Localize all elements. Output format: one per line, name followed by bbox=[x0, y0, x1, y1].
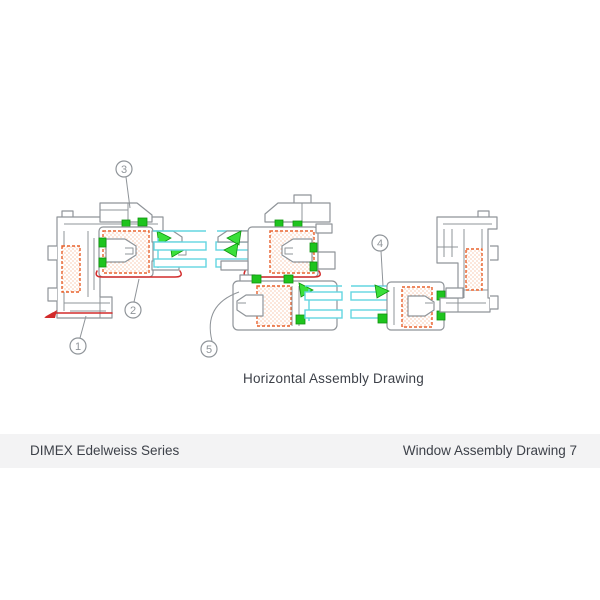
interlock-profile bbox=[315, 223, 336, 270]
glazing-bead bbox=[264, 202, 331, 223]
gasket bbox=[377, 313, 388, 324]
gasket bbox=[283, 274, 294, 284]
leader-1 bbox=[79, 315, 87, 339]
gasket bbox=[309, 242, 318, 253]
frame-sealant bbox=[44, 310, 113, 318]
footer-band: DIMEX Edelweiss Series Window Assembly D… bbox=[0, 434, 600, 468]
left-glazing-bead bbox=[99, 202, 153, 229]
meeting-stile-bottom-sash bbox=[232, 274, 338, 331]
gasket bbox=[98, 237, 107, 248]
footer-series-label: DIMEX Edelweiss Series bbox=[30, 443, 180, 458]
left-sash-profile bbox=[95, 226, 187, 278]
gasket bbox=[251, 274, 262, 284]
frame-tab bbox=[61, 210, 74, 217]
gasket bbox=[309, 261, 318, 272]
callout-number: 3 bbox=[121, 164, 127, 176]
thermal-break-right-jamb bbox=[465, 248, 483, 291]
callout-number: 2 bbox=[130, 305, 136, 317]
frame-tab bbox=[477, 210, 490, 217]
gasket bbox=[98, 257, 107, 268]
right-sash-profile bbox=[374, 281, 446, 331]
frame-hooks bbox=[47, 245, 57, 302]
frame-hooks bbox=[490, 245, 499, 310]
sealant-line bbox=[95, 270, 182, 278]
callout-balloon-5: 5 bbox=[200, 340, 218, 358]
left-jamb-profile bbox=[47, 210, 164, 319]
gasket bbox=[295, 314, 306, 325]
leader-lines bbox=[79, 176, 384, 342]
leader-4 bbox=[380, 250, 384, 287]
callout-number: 1 bbox=[75, 341, 81, 353]
callout-balloon-2: 2 bbox=[124, 301, 142, 319]
glazing-clamp-bottom bbox=[220, 260, 249, 271]
thermal-break-left-jamb bbox=[61, 245, 81, 293]
frame-step bbox=[445, 287, 464, 299]
callout-balloon-3: 3 bbox=[115, 160, 133, 178]
gasket-wedge bbox=[374, 284, 390, 299]
callout-balloon-1: 1 bbox=[69, 337, 87, 355]
gasket bbox=[137, 217, 148, 227]
callout-number: 4 bbox=[377, 238, 383, 250]
callout-number: 5 bbox=[206, 344, 212, 356]
callout-balloons: 1 2 3 4 5 bbox=[69, 160, 389, 358]
gasket-wedge bbox=[223, 242, 239, 258]
gasket-wedge bbox=[226, 230, 242, 246]
right-jamb-profile bbox=[436, 210, 499, 313]
meeting-stile-top-sash bbox=[217, 194, 336, 278]
sealant-arrow bbox=[44, 310, 57, 318]
drawing-title: Horizontal Assembly Drawing bbox=[243, 371, 424, 386]
leader-2 bbox=[133, 278, 140, 303]
callout-balloon-4: 4 bbox=[371, 234, 389, 252]
sealant-line bbox=[243, 270, 321, 278]
footer-doc-label: Window Assembly Drawing 7 bbox=[402, 443, 577, 458]
leader-5 bbox=[209, 291, 240, 342]
leader-3 bbox=[125, 176, 131, 209]
